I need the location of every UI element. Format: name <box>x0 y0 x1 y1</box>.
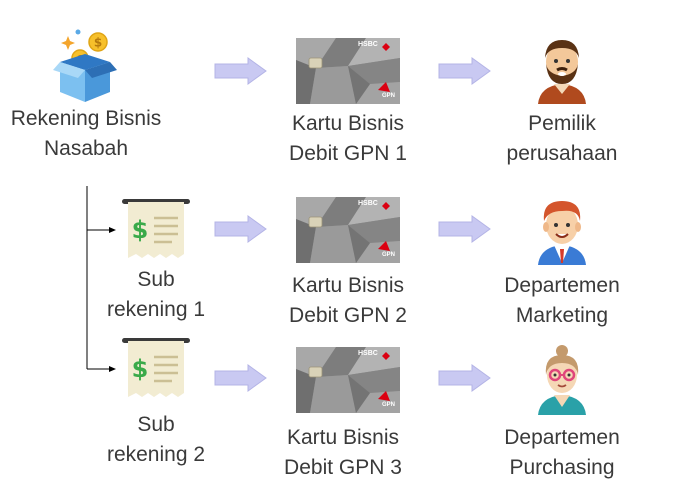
bearded-man-avatar-icon <box>532 36 592 104</box>
card-1-line-1: Kartu Bisnis <box>291 112 405 135</box>
sub-account-2-line-1: Sub <box>137 413 175 436</box>
card-bank-text: HSBC <box>358 41 378 48</box>
flow-arrow-icon <box>438 215 492 243</box>
flow-arrow-icon <box>438 57 492 85</box>
holder-1-line-2: perusahaan <box>506 142 618 165</box>
card-3-line-2: Debit GPN 3 <box>284 456 402 479</box>
svg-text:$: $ <box>132 355 149 383</box>
holder-2-line-2: Marketing <box>515 304 609 327</box>
card-network-text: GPN <box>382 402 396 408</box>
card-1-label: Kartu Bisnis Debit GPN 1 <box>268 109 428 169</box>
source-label-line-1: Rekening Bisnis <box>10 107 162 130</box>
debit-card-3: HSBC GPN <box>296 347 400 413</box>
debit-card-1: HSBC GPN <box>296 38 400 104</box>
sub-account-2-label: Sub rekening 2 <box>95 410 217 470</box>
holder-1-label: Pemilik perusahaan <box>490 109 634 169</box>
sub-account-2-line-2: rekening 2 <box>106 443 206 466</box>
card-2-line-1: Kartu Bisnis <box>291 274 405 297</box>
card-network-text: GPN <box>382 93 396 99</box>
source-account-label: Rekening Bisnis Nasabah <box>0 104 172 164</box>
card-2-line-2: Debit GPN 2 <box>289 304 407 327</box>
card-3-label: Kartu Bisnis Debit GPN 3 <box>263 423 423 483</box>
holder-3-line-1: Departemen <box>504 426 620 449</box>
card-3-line-1: Kartu Bisnis <box>286 426 400 449</box>
flow-arrow-icon <box>438 364 492 392</box>
svg-text:$: $ <box>94 36 102 50</box>
flow-arrow-icon <box>214 364 268 392</box>
flow-arrow-icon <box>214 215 268 243</box>
svg-text:$: $ <box>132 216 149 244</box>
card-2-label: Kartu Bisnis Debit GPN 2 <box>268 271 428 331</box>
source-label-line-2: Nasabah <box>43 137 129 160</box>
receipt-dollar-icon: $ <box>120 335 192 399</box>
holder-3-label: Departemen Purchasing <box>490 423 634 483</box>
holder-1-line-1: Pemilik <box>528 112 596 135</box>
receipt-dollar-icon: $ <box>120 196 192 260</box>
flow-arrow-icon <box>214 57 268 85</box>
holder-2-line-1: Departemen <box>504 274 620 297</box>
card-1-line-2: Debit GPN 1 <box>289 142 407 165</box>
sub-account-1-label: Sub rekening 1 <box>95 265 217 325</box>
debit-card-2: HSBC GPN <box>296 197 400 263</box>
sub-account-1-line-2: rekening 1 <box>106 298 206 321</box>
card-network-text: GPN <box>382 252 396 258</box>
card-bank-text: HSBC <box>358 200 378 207</box>
red-haired-man-avatar-icon <box>532 197 592 265</box>
holder-3-line-2: Purchasing <box>509 456 615 479</box>
sub-account-1-line-1: Sub <box>137 268 175 291</box>
holder-2-label: Departemen Marketing <box>490 271 634 331</box>
woman-glasses-avatar-icon <box>532 345 592 415</box>
card-bank-text: HSBC <box>358 350 378 357</box>
money-box-icon: $ € <box>52 28 118 104</box>
